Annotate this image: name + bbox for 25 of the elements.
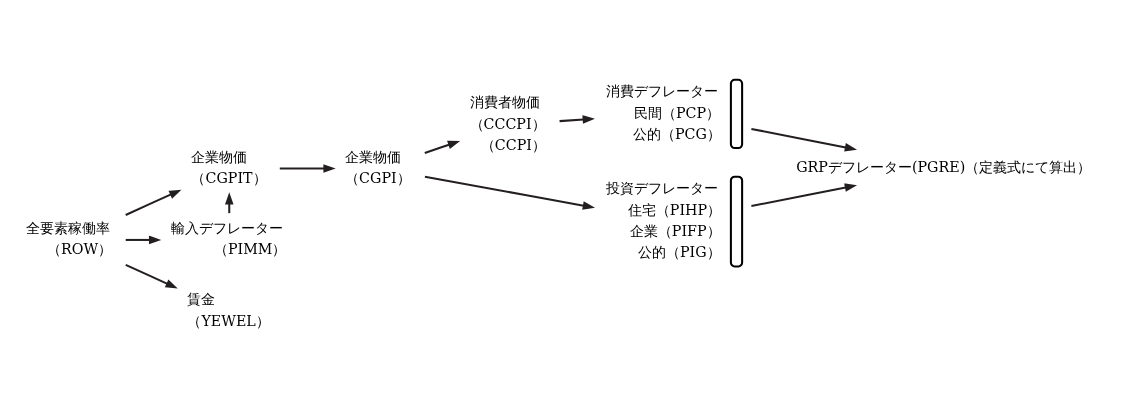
arrow bbox=[424, 140, 461, 154]
node-text: 賃金 （YEWEL） bbox=[187, 291, 270, 329]
node-text: 全要素稼働率 （ROW） bbox=[25, 220, 113, 258]
node-label: 企業（PIFP） bbox=[629, 223, 721, 240]
node-label: 公的（PIG） bbox=[638, 244, 721, 261]
node-label: 公的（PCG） bbox=[632, 126, 721, 143]
arrow bbox=[559, 115, 595, 124]
arrow bbox=[125, 264, 178, 289]
node-text: 企業物価 （CGPIT） bbox=[191, 148, 267, 186]
node-box bbox=[729, 175, 744, 268]
node-text: GRPデフレーター(PGRE)（定義式にて算出） bbox=[796, 158, 1092, 175]
arrow bbox=[125, 189, 182, 216]
node-label: 消費デフレーター bbox=[606, 83, 719, 100]
arrow bbox=[751, 127, 858, 152]
node-label: 民間（PCP） bbox=[633, 104, 721, 121]
node-text: 輸入デフレーター （PIMM） bbox=[171, 220, 287, 258]
arrow bbox=[125, 235, 162, 245]
node-label: 投資デフレーター bbox=[606, 180, 719, 197]
arrow bbox=[424, 175, 596, 210]
node-label: 住宅（PIHP） bbox=[627, 201, 722, 218]
node-text: 企業物価 （CGPI） bbox=[345, 148, 411, 186]
arrow bbox=[279, 164, 336, 173]
arrow bbox=[751, 183, 858, 208]
node-text: 消費者物価 （CCCPI） （CCPI） bbox=[469, 94, 546, 154]
node-box bbox=[729, 78, 744, 150]
